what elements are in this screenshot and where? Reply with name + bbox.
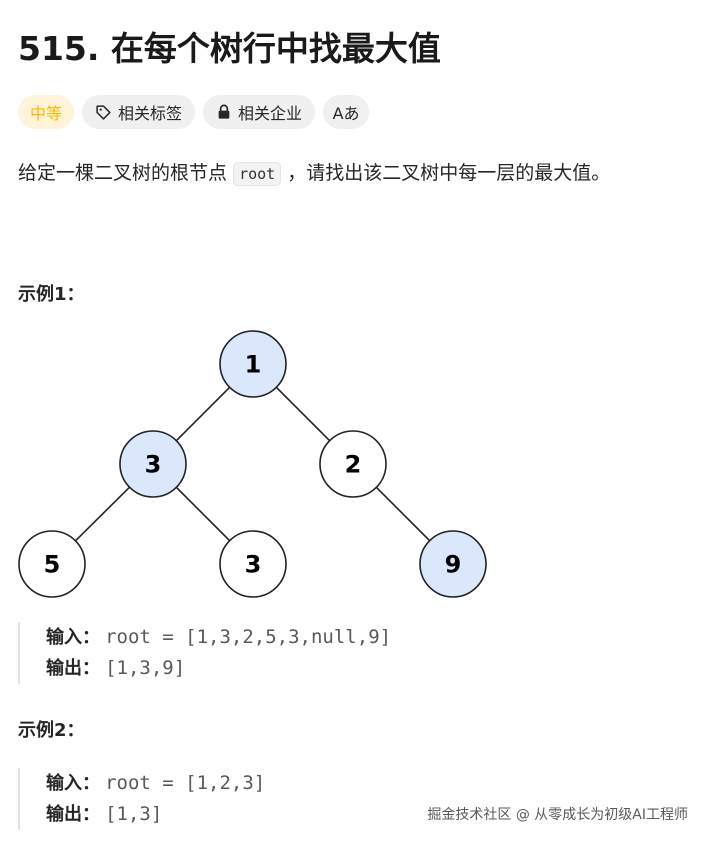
example-2-input-label: 输入： [46,773,100,794]
related-companies-label: 相关企业 [238,104,303,123]
tree-node-n3b: 3 [219,530,287,598]
tree-node-n2: 2 [319,430,387,498]
problem-description: 给定一棵二叉树的根节点 root ，请找出该二叉树中每一层的最大值。 [18,158,611,186]
tree-node-circle [419,530,487,598]
difficulty-label: 中等 [30,104,63,123]
translate-icon: Aあ [332,104,360,123]
tree-edge-n3a-n3b [175,486,231,542]
tree-node-circle [18,530,86,598]
translate-button[interactable]: Aあ [323,95,370,129]
tree-node-circle [219,530,287,598]
tree-node-circle [319,430,387,498]
watermark: 掘金技术社区 @ 从零成长为初级AI工程师 [427,807,688,823]
tree-node-n3a: 3 [119,430,187,498]
inline-code-root: root [233,162,282,186]
tree-node-n9: 9 [419,530,487,598]
tag-icon [95,104,112,121]
example-2-output-value: [1,3] [105,803,163,825]
tree-node-value: 1 [245,351,262,379]
related-companies-button[interactable]: 相关企业 [203,95,316,129]
tree-edge-n1-n2 [275,386,331,442]
tree-node-value: 9 [445,551,462,579]
example-1-heading: 示例1： [18,284,85,305]
tree-node-value: 3 [145,451,162,479]
tree-edge-n1-n3a [175,386,231,442]
example-1-output-label: 输出： [46,658,100,679]
example-1-input-value: root = [1,3,2,5,3,null,9] [105,626,392,648]
page-title: 515. 在每个树行中找最大值 [18,29,441,68]
example-1-output-value: [1,3,9] [105,657,186,679]
example-2-io-block: 输入： root = [1,2,3] 输出： [1,3] [18,768,618,830]
tree-node-circle [219,330,287,398]
example-1-tree-diagram: 1 3 2 5 3 9 [18,330,487,598]
tree-node-value: 3 [245,551,262,579]
lock-icon [216,104,232,120]
description-text-after: ，请找出该二叉树中每一层的最大值。 [287,162,611,184]
tree-node-n5: 5 [18,530,86,598]
description-text-before: 给定一棵二叉树的根节点 [18,162,228,184]
tree-node-circle [119,430,187,498]
tree-node-value: 5 [44,551,61,579]
example-2-input-value: root = [1,2,3] [105,772,266,794]
example-2-output-label: 输出： [46,804,100,825]
example-1-input-label: 输入： [46,627,100,648]
example-2-heading: 示例2： [18,720,85,741]
tree-edge-n3a-n5 [74,486,131,542]
related-topics-label: 相关标签 [118,104,183,123]
example-1-io-block: 输入： root = [1,3,2,5,3,null,9] 输出： [1,3,9… [18,622,618,684]
related-topics-button[interactable]: 相关标签 [82,95,196,129]
tag-bar: 中等 相关标签 相关企业 Aあ [18,95,370,129]
tree-edge-n2-n9 [375,486,431,542]
tree-node-n1: 1 [219,330,287,398]
difficulty-badge[interactable]: 中等 [18,95,75,129]
tree-node-value: 2 [345,451,362,479]
